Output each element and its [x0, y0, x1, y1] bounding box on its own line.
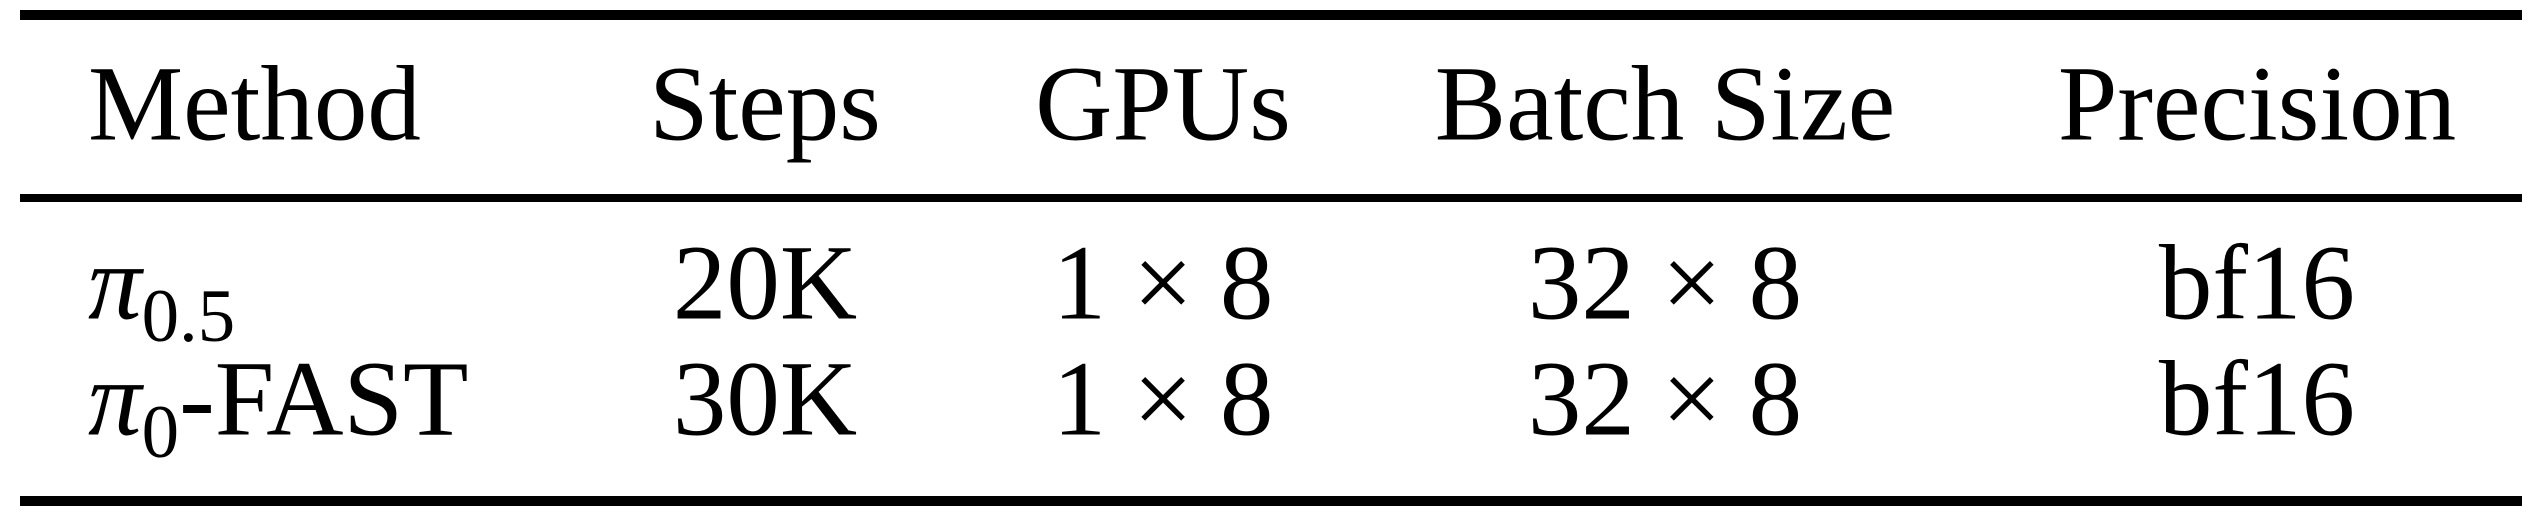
cell-steps: 30K	[672, 340, 858, 459]
cell-batch-size: 32 × 8	[1527, 340, 1803, 459]
cell-gpus: 1 × 8	[1052, 340, 1274, 459]
column-header-precision: Precision	[2057, 45, 2457, 164]
cell-precision: bf16	[2158, 224, 2356, 343]
cell-method: π0-FAST	[88, 346, 468, 470]
table-top-rule	[20, 10, 2522, 20]
cell-precision: bf16	[2158, 340, 2356, 459]
table-mid-rule	[20, 194, 2522, 202]
column-header-gpus: GPUs	[1035, 45, 1291, 164]
column-header-batch-size: Batch Size	[1434, 45, 1896, 164]
cell-method: π0.5	[88, 230, 235, 354]
pi-symbol: π	[88, 224, 142, 343]
column-header-steps: Steps	[649, 45, 881, 164]
column-header-method: Method	[88, 45, 421, 164]
pi-subscript: 0.5	[141, 274, 236, 358]
table-bottom-rule	[20, 496, 2522, 506]
method-suffix: -FAST	[179, 340, 469, 459]
cell-steps: 20K	[672, 224, 858, 343]
cell-batch-size: 32 × 8	[1527, 224, 1803, 343]
pi-symbol: π	[88, 340, 142, 459]
pi-subscript: 0	[141, 390, 180, 474]
cell-gpus: 1 × 8	[1052, 224, 1274, 343]
